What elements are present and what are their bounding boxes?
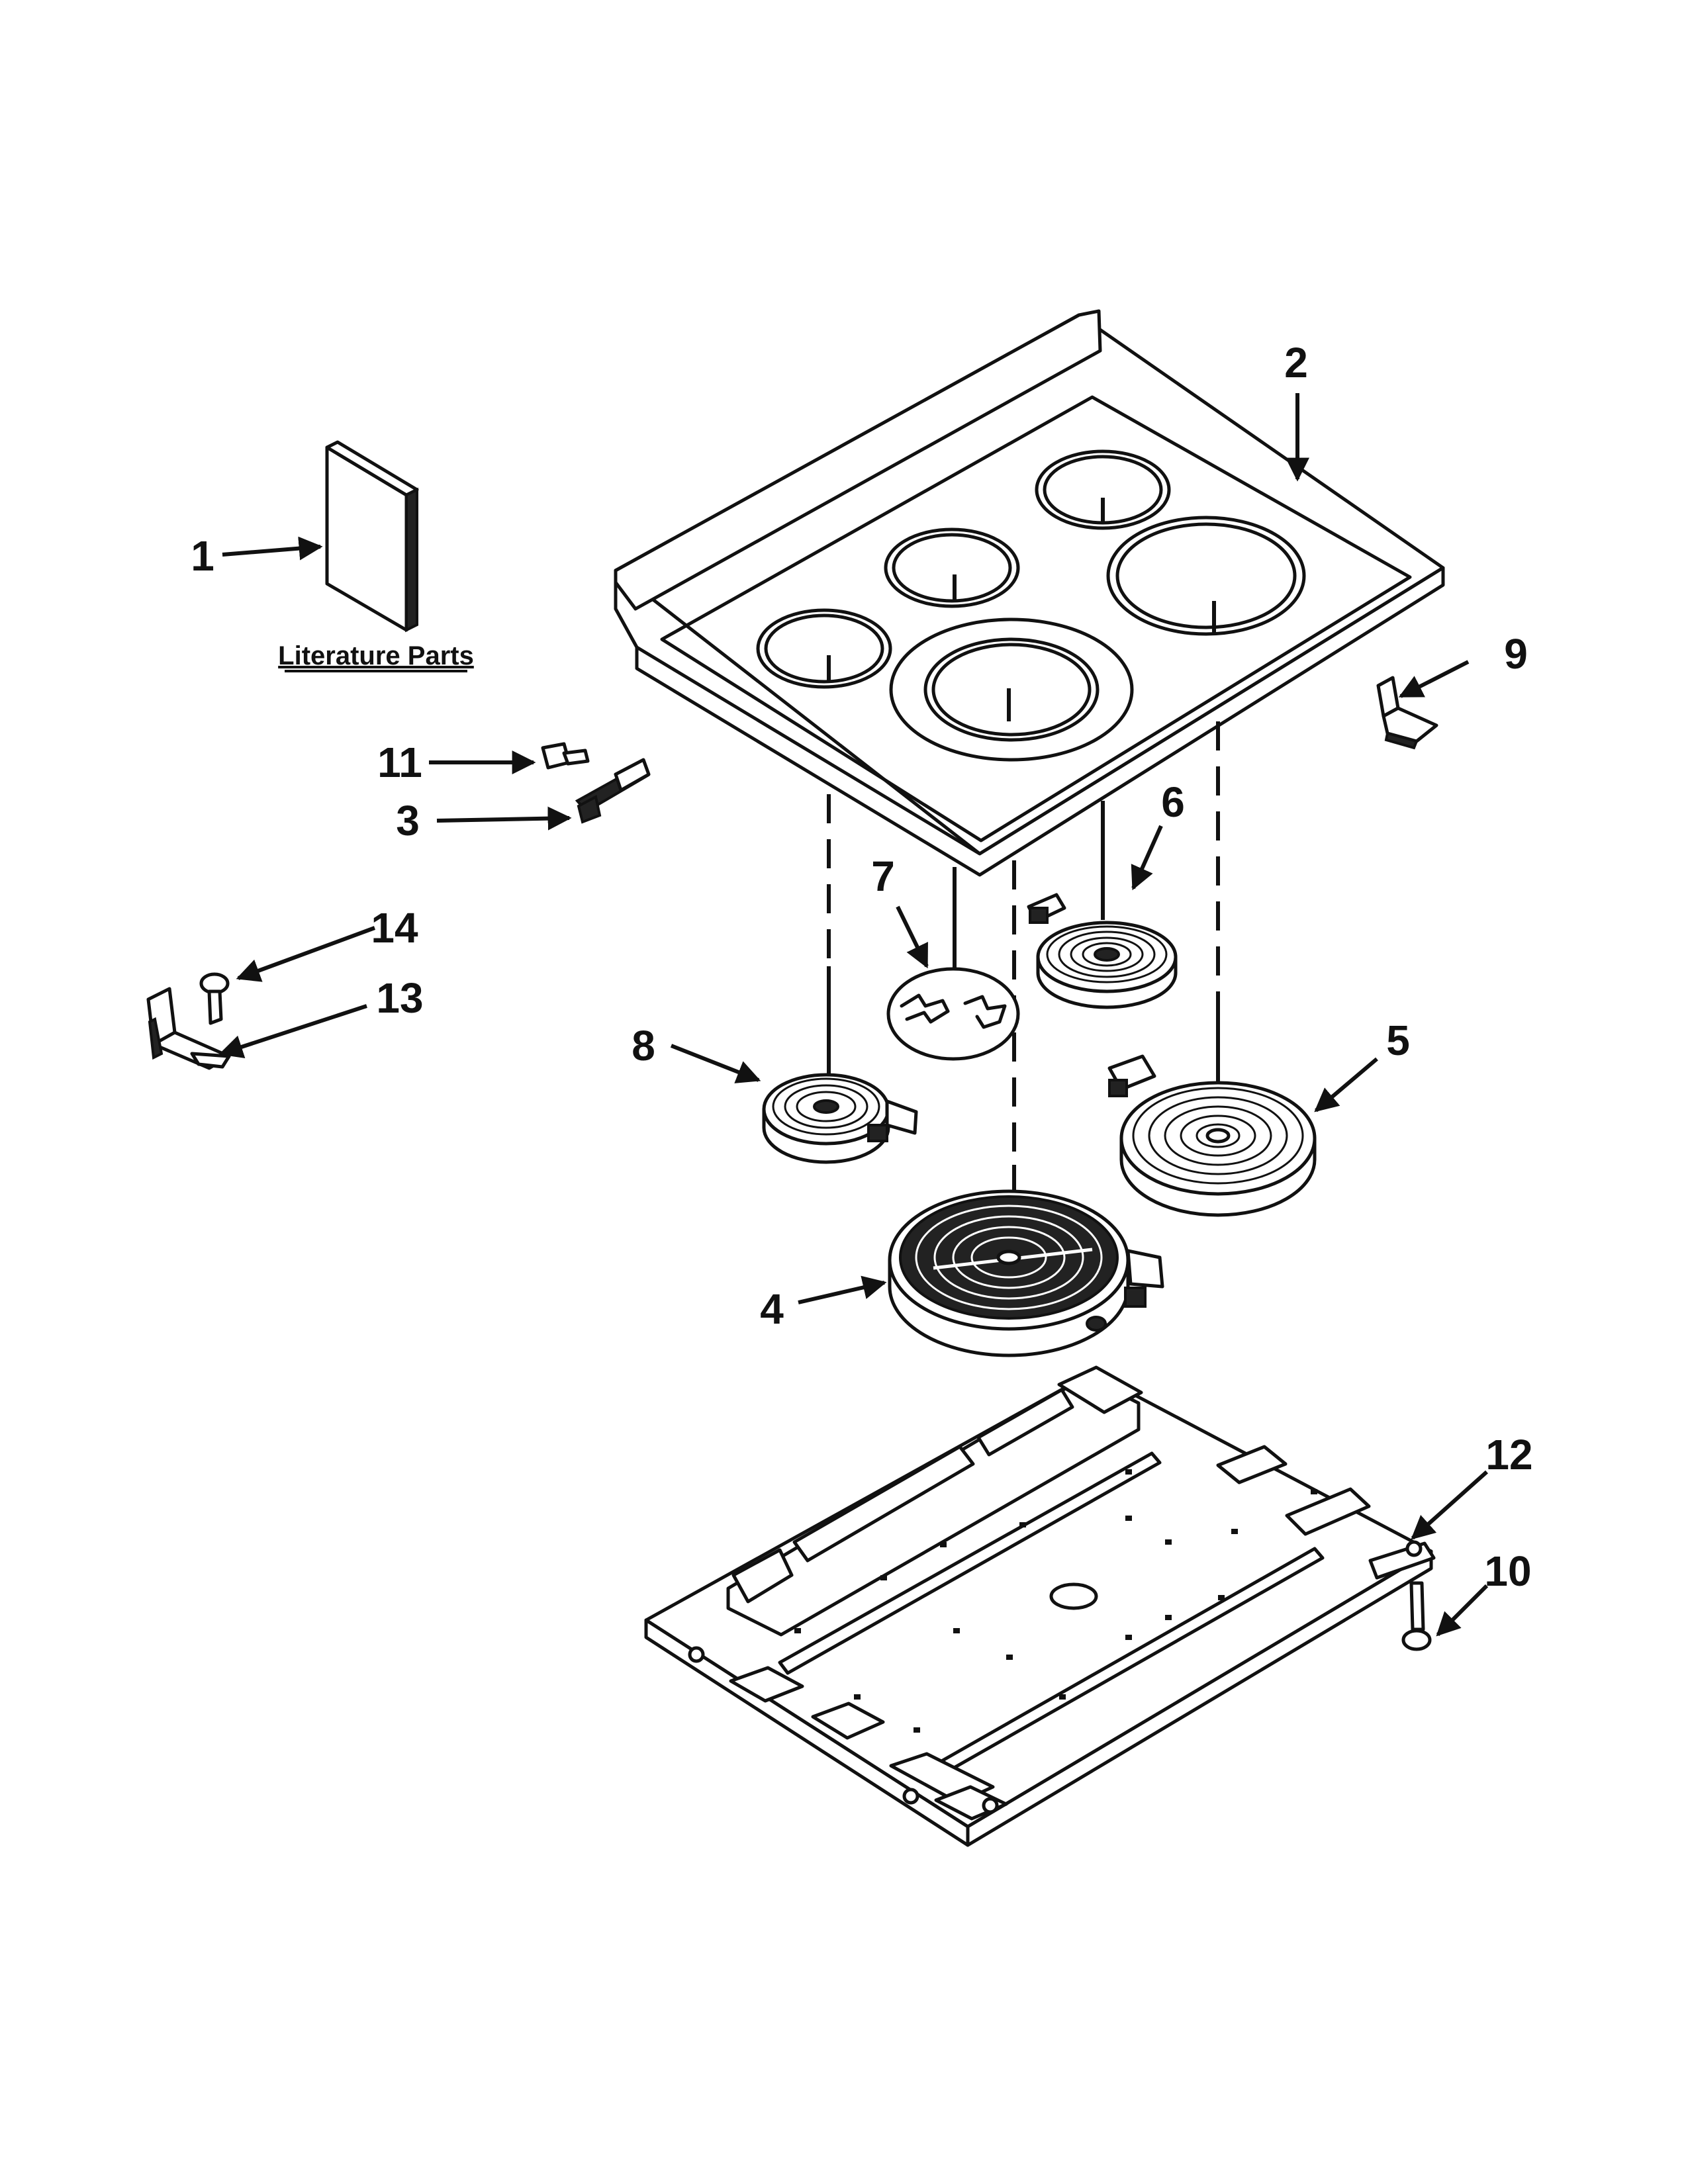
clip-part-9 bbox=[1376, 676, 1438, 750]
callout-4: 4 bbox=[760, 1285, 784, 1333]
screw-part-10 bbox=[1401, 1581, 1432, 1651]
literature-booklet bbox=[325, 440, 419, 633]
callout-11: 11 bbox=[377, 739, 422, 786]
callout-7: 7 bbox=[871, 852, 895, 900]
callout-10: 10 bbox=[1484, 1547, 1531, 1595]
literature-parts-label: Literature Parts bbox=[278, 641, 474, 670]
element-part-5 bbox=[1107, 1054, 1317, 1217]
screw-part-14 bbox=[199, 972, 230, 1025]
element-part-8 bbox=[762, 1073, 918, 1164]
leader-arrows bbox=[218, 393, 1489, 1637]
callout-12: 12 bbox=[1485, 1431, 1532, 1479]
insulation-part-7 bbox=[886, 967, 1020, 1061]
callout-13: 13 bbox=[376, 974, 423, 1022]
callout-6: 6 bbox=[1161, 778, 1185, 826]
element-part-4 bbox=[888, 1189, 1164, 1357]
callout-8: 8 bbox=[632, 1022, 655, 1069]
callout-3: 3 bbox=[396, 797, 420, 844]
element-part-6 bbox=[1027, 893, 1178, 1009]
callout-14: 14 bbox=[371, 904, 418, 952]
burner-box-part-12 bbox=[644, 1365, 1436, 1847]
screw-part-11 bbox=[541, 742, 590, 770]
switch-part-3 bbox=[575, 758, 651, 824]
callout-2: 2 bbox=[1284, 339, 1308, 387]
callout-9: 9 bbox=[1504, 630, 1528, 678]
callout-5: 5 bbox=[1386, 1017, 1410, 1064]
cooktop-main-top bbox=[614, 309, 1445, 877]
callout-1: 1 bbox=[191, 532, 214, 580]
